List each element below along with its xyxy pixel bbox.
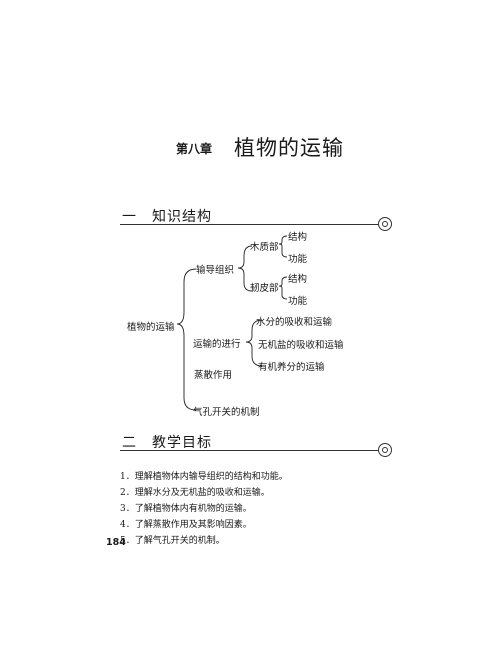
tree-stomata: 气孔开关的机制 bbox=[193, 407, 260, 418]
tree-conduct: 输导组织 bbox=[196, 265, 235, 276]
tree-water: 水分的吸收和运输 bbox=[256, 317, 333, 328]
tree-salt: 无机盐的吸收和运输 bbox=[258, 340, 344, 351]
goal-item: 2．理解水分及无机盐的吸收和运输。 bbox=[120, 488, 270, 498]
goal-item: 5．了解气孔开关的机制。 bbox=[120, 536, 225, 546]
goal-item: 4．了解蒸散作用及其影响因素。 bbox=[120, 520, 252, 530]
section-divider-2 bbox=[120, 450, 378, 451]
section-title-knowledge-structure: 一 知识结构 bbox=[122, 209, 212, 225]
goal-item: 1．理解植物体内输导组织的结构和功能。 bbox=[120, 472, 288, 482]
section-end-ornament-icon bbox=[378, 443, 392, 457]
xylem-brace bbox=[278, 235, 288, 258]
tree-organic: 有机养分的运输 bbox=[258, 362, 325, 373]
tree-xylem-function: 功能 bbox=[288, 254, 308, 265]
tree-transport: 运输的进行 bbox=[193, 339, 241, 350]
tree-xylem-structure: 结构 bbox=[288, 232, 308, 243]
tree-phloem: 韧皮部 bbox=[250, 283, 279, 294]
section-end-ornament-icon bbox=[378, 217, 392, 231]
section-title-teaching-goals: 二 教学目标 bbox=[122, 435, 212, 451]
page-number: 184 bbox=[106, 537, 126, 548]
chapter-title: 植物的运输 bbox=[234, 136, 344, 160]
tree-phloem-function: 功能 bbox=[288, 296, 308, 307]
tree-xylem: 木质部 bbox=[250, 242, 279, 253]
goal-item: 3．了解植物体内有机物的运输。 bbox=[120, 504, 252, 514]
tree-transpiration: 蒸散作用 bbox=[194, 370, 233, 381]
tree-root: 植物的运输 bbox=[127, 322, 175, 333]
phloem-brace bbox=[278, 276, 288, 300]
chapter-label: 第八章 bbox=[176, 142, 213, 156]
transport-brace bbox=[245, 319, 263, 367]
root-brace bbox=[176, 268, 197, 411]
section-divider-1 bbox=[120, 224, 378, 225]
tree-phloem-structure: 结构 bbox=[288, 274, 308, 285]
conduct-brace bbox=[237, 245, 253, 292]
